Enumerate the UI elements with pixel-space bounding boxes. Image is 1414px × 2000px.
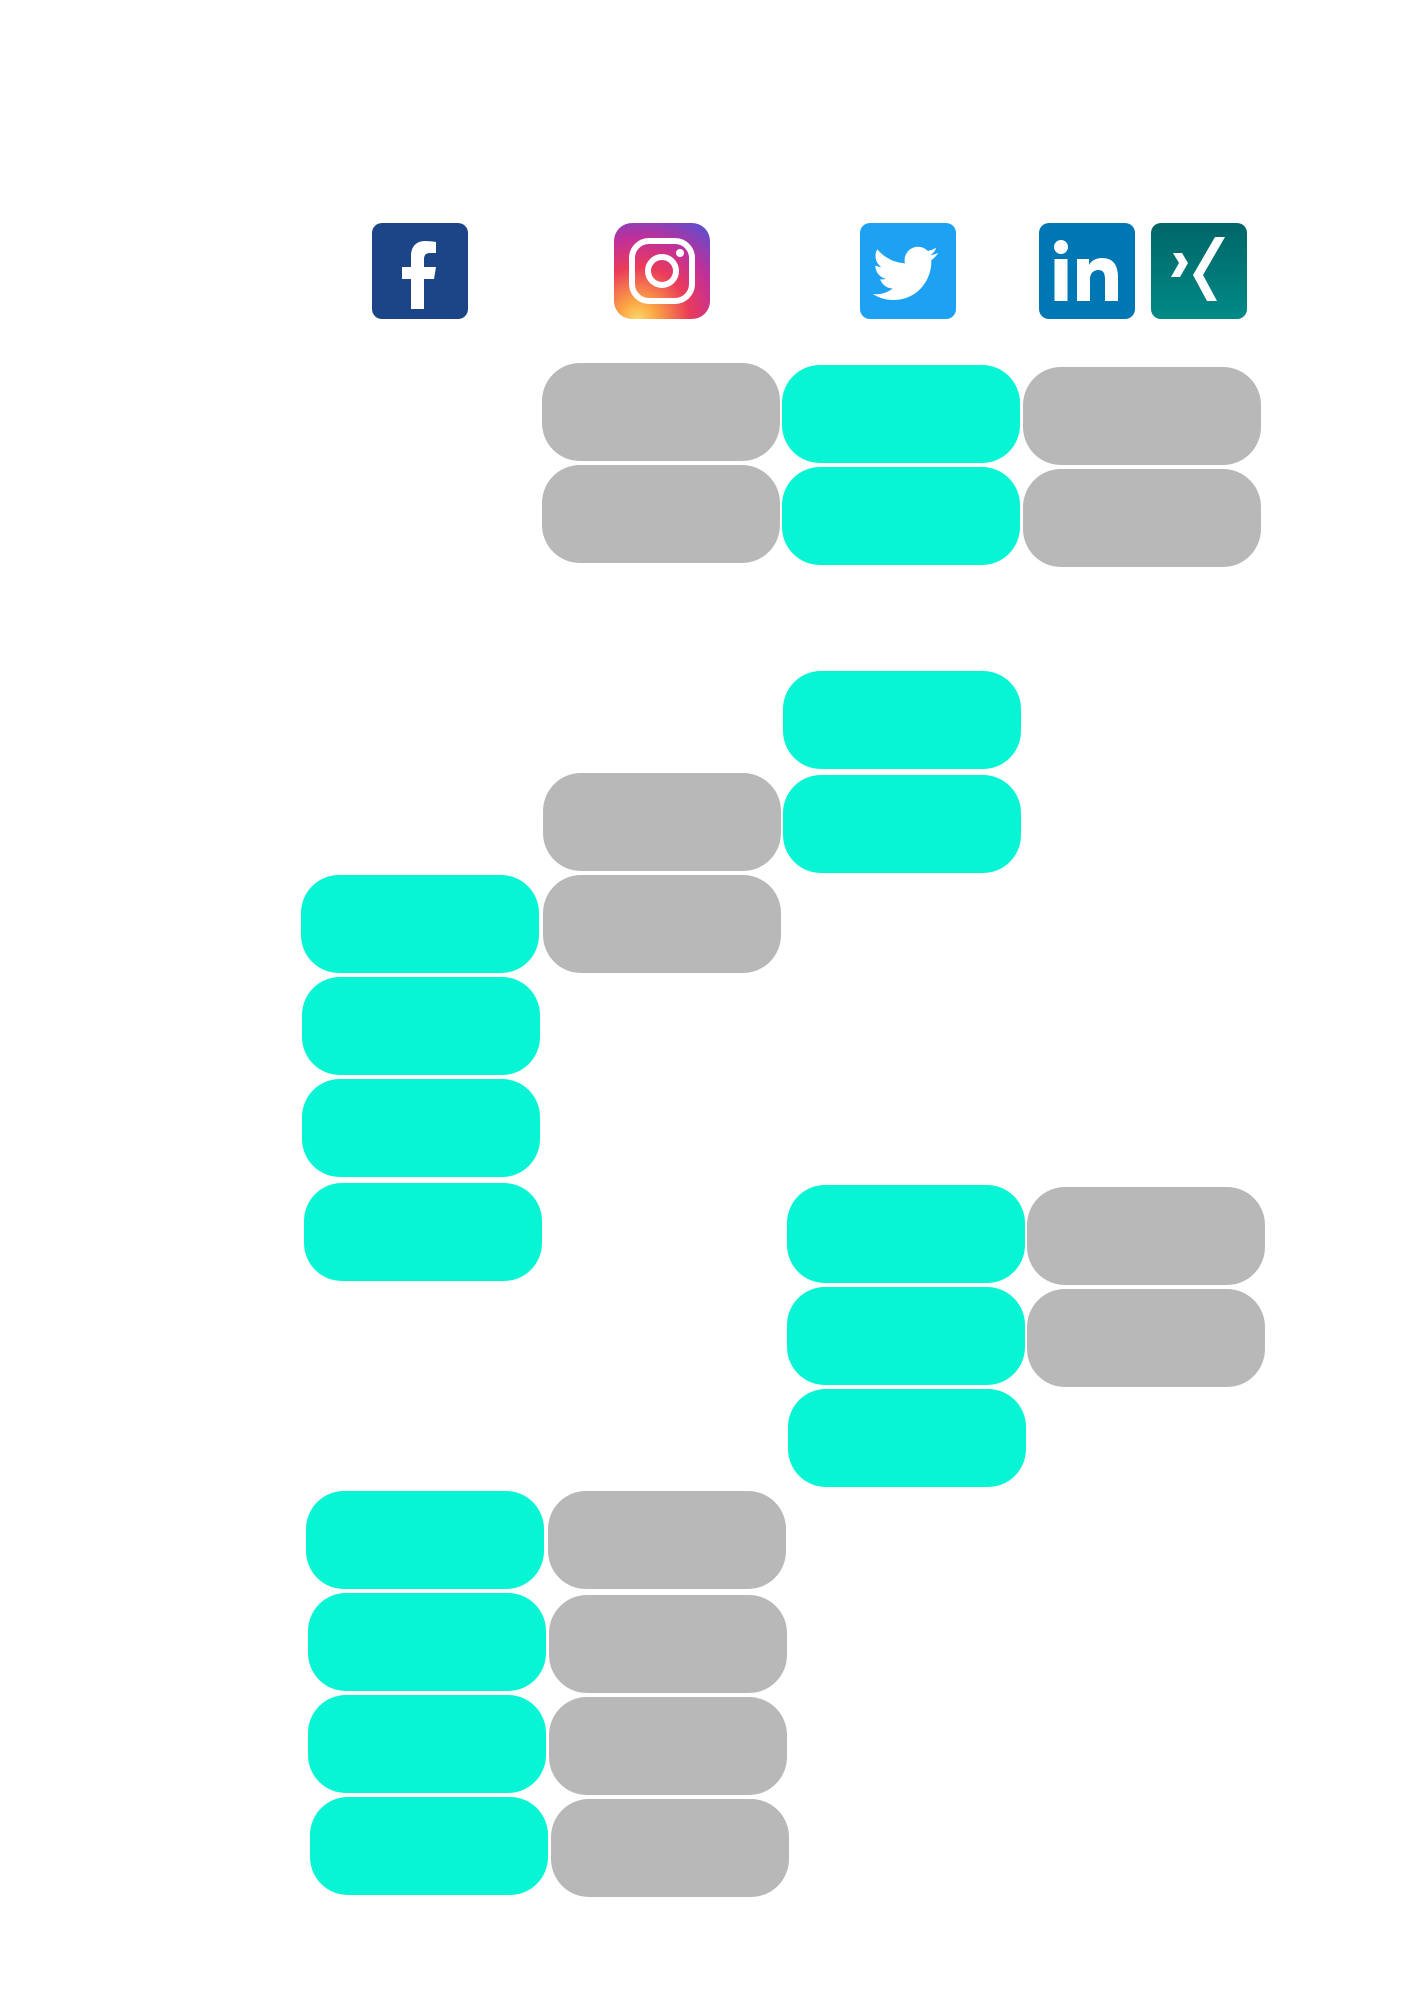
xing-icon bbox=[1151, 223, 1247, 319]
tile-inactive bbox=[1023, 367, 1261, 465]
tile-inactive bbox=[543, 875, 781, 973]
tile-active bbox=[787, 1287, 1025, 1385]
tile-active bbox=[302, 1079, 540, 1177]
linkedin-icon bbox=[1039, 223, 1135, 319]
tile-active bbox=[306, 1491, 544, 1589]
tile-inactive bbox=[1027, 1187, 1265, 1285]
tile-active bbox=[787, 1185, 1025, 1283]
tile-inactive bbox=[551, 1799, 789, 1897]
tile-inactive bbox=[542, 465, 780, 563]
tile-inactive bbox=[548, 1491, 786, 1589]
tile-active bbox=[782, 365, 1020, 463]
tile-active bbox=[788, 1389, 1026, 1487]
tile-inactive bbox=[543, 773, 781, 871]
tile-active bbox=[782, 467, 1020, 565]
instagram-icon bbox=[614, 223, 710, 319]
tile-active bbox=[308, 1593, 546, 1691]
tile-inactive bbox=[549, 1697, 787, 1795]
facebook-icon bbox=[372, 223, 468, 319]
tile-active bbox=[301, 875, 539, 973]
tile-inactive bbox=[1027, 1289, 1265, 1387]
tile-inactive bbox=[549, 1595, 787, 1693]
tile-inactive bbox=[1023, 469, 1261, 567]
tile-inactive bbox=[542, 363, 780, 461]
tile-active bbox=[308, 1695, 546, 1793]
tile-active bbox=[310, 1797, 548, 1895]
tile-active bbox=[783, 671, 1021, 769]
twitter-icon bbox=[860, 223, 956, 319]
tile-active bbox=[302, 977, 540, 1075]
tile-active bbox=[304, 1183, 542, 1281]
tile-active bbox=[783, 775, 1021, 873]
